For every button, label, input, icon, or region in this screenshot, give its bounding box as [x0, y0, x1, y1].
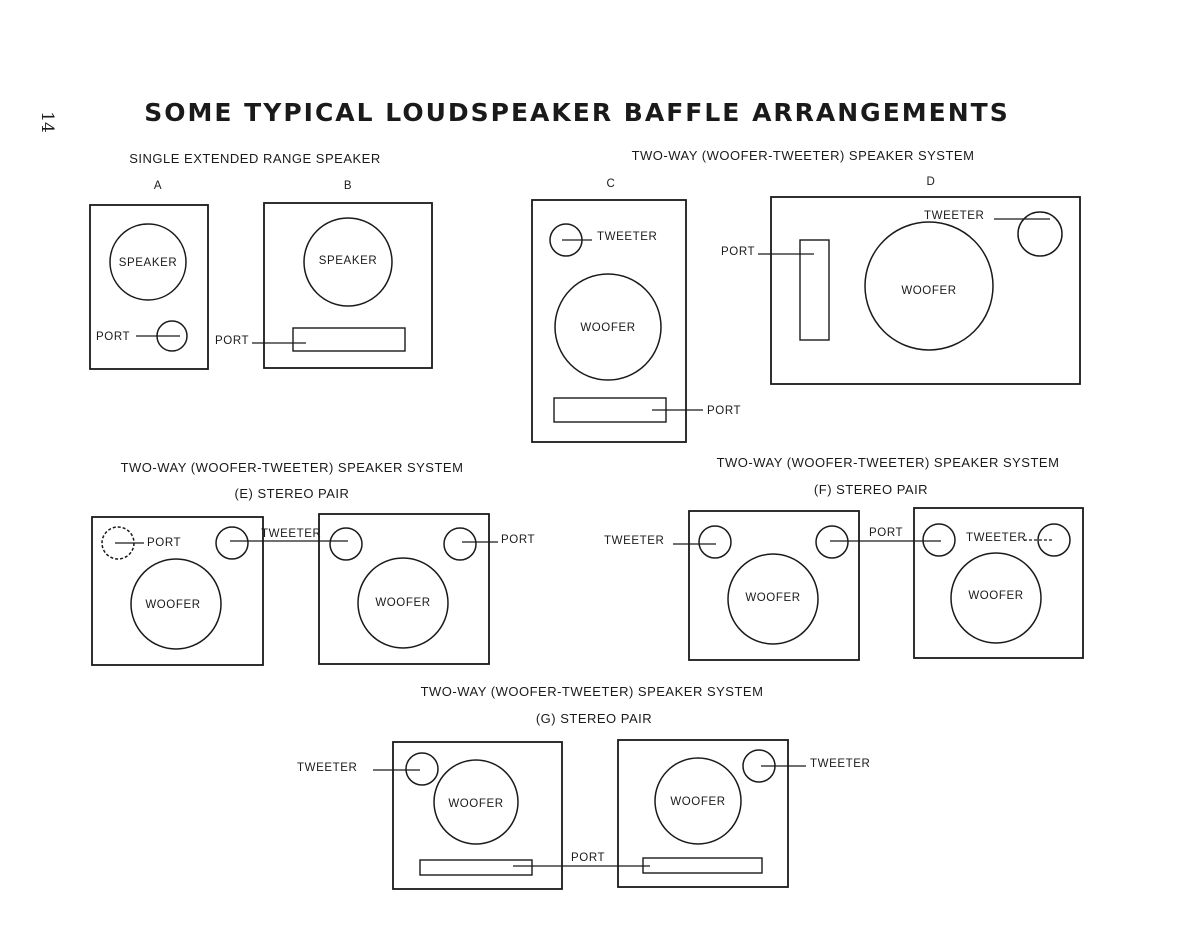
woofer-c-label: WOOFER	[580, 322, 635, 334]
baffle-f-left	[688, 510, 860, 661]
port-a-label: PORT	[96, 331, 130, 343]
woofer-e-right	[357, 557, 449, 649]
tweeter-g-right-label: TWEETER	[810, 758, 870, 770]
woofer-d	[864, 221, 994, 351]
tweeter-g-left-label: TWEETER	[297, 762, 357, 774]
woofer-g-right-label: WOOFER	[670, 796, 725, 808]
port-e-right	[443, 527, 477, 561]
port-d	[799, 239, 830, 341]
port-b-label: PORT	[215, 335, 249, 347]
woofer-c	[554, 273, 662, 381]
heading-two-way-top: TWO-WAY (WOOFER-TWEETER) SPEAKER SYSTEM	[632, 148, 975, 163]
tweeter-f-right	[1037, 523, 1071, 557]
tweeter-e-left	[215, 526, 249, 560]
woofer-f-right	[950, 552, 1042, 644]
speaker-b	[303, 217, 393, 307]
page-title: SOME TYPICAL LOUDSPEAKER BAFFLE ARRANGEM…	[144, 98, 1009, 127]
letter-c: C	[607, 178, 616, 190]
baffle-d	[770, 196, 1081, 385]
woofer-g-left-label: WOOFER	[448, 798, 503, 810]
port-g-right	[642, 857, 763, 874]
tweeter-f-right-label: TWEETER	[966, 532, 1026, 544]
diagram-d: PORT WOOFER TWEETER	[721, 196, 1081, 385]
diagram-b: SPEAKER PORT	[215, 202, 433, 369]
port-c-label: PORT	[707, 405, 741, 417]
speaker-a	[109, 223, 187, 301]
baffle-e-left	[91, 516, 264, 666]
diagram-c: TWEETER WOOFER PORT	[531, 199, 741, 443]
speaker-b-label: SPEAKER	[319, 255, 378, 267]
woofer-f-left	[727, 553, 819, 645]
woofer-e-left-label: WOOFER	[145, 599, 200, 611]
port-e-left-label: PORT	[147, 537, 181, 549]
woofer-f-right-label: WOOFER	[968, 590, 1023, 602]
tweeter-f-left	[698, 525, 732, 559]
letter-a: A	[154, 180, 162, 192]
tweeter-g-left	[405, 752, 439, 786]
heading-two-way-f: TWO-WAY (WOOFER-TWEETER) SPEAKER SYSTEM	[717, 455, 1060, 470]
tweeter-c-label: TWEETER	[597, 231, 657, 243]
heading-f-stereo-pair: (F) STEREO PAIR	[814, 482, 928, 497]
baffle-g-left	[392, 741, 563, 890]
port-e-right-label: PORT	[501, 534, 535, 546]
baffle-e-right	[318, 513, 490, 665]
diagram-g: TWEETER WOOFER TWEETER WOOFER PORT	[297, 739, 870, 890]
port-c	[553, 397, 667, 423]
port-g-label: PORT	[571, 852, 605, 864]
heading-e-stereo-pair: (E) STEREO PAIR	[235, 486, 350, 501]
port-d-label: PORT	[721, 246, 755, 258]
diagram-a: SPEAKER PORT	[89, 204, 209, 370]
heading-two-way-e: TWO-WAY (WOOFER-TWEETER) SPEAKER SYSTEM	[121, 460, 464, 475]
woofer-f-left-label: WOOFER	[745, 592, 800, 604]
baffle-g-right	[617, 739, 789, 888]
port-f-label: PORT	[869, 527, 903, 539]
tweeter-d-label: TWEETER	[924, 210, 984, 222]
heading-single-extended-range: SINGLE EXTENDED RANGE SPEAKER	[129, 151, 380, 166]
diagram-f: TWEETER PORT TWEETER WOOFER WOOFER	[604, 507, 1084, 661]
woofer-g-right	[654, 757, 742, 845]
letter-b: B	[344, 180, 352, 192]
baffle-a	[89, 204, 209, 370]
letter-d: D	[927, 176, 936, 188]
woofer-g-left	[433, 759, 519, 845]
speaker-a-label: SPEAKER	[119, 257, 178, 269]
heading-g-stereo-pair: (G) STEREO PAIR	[536, 711, 652, 726]
port-f-left	[815, 525, 849, 559]
baffle-c	[531, 199, 687, 443]
tweeter-d	[1017, 211, 1063, 257]
port-g-left	[419, 859, 533, 876]
port-b	[292, 327, 406, 352]
woofer-d-label: WOOFER	[901, 285, 956, 297]
tweeter-f-left-label: TWEETER	[604, 535, 664, 547]
diagram-e: PORT TWEETER PORT WOOFER WOOFER	[91, 513, 535, 666]
tweeter-e-right	[329, 527, 363, 561]
baffle-f-right	[913, 507, 1084, 659]
woofer-e-left	[130, 558, 222, 650]
baffle-b	[263, 202, 433, 369]
woofer-e-right-label: WOOFER	[375, 597, 430, 609]
page-number: 14	[37, 111, 57, 133]
heading-two-way-g: TWO-WAY (WOOFER-TWEETER) SPEAKER SYSTEM	[421, 684, 764, 699]
tweeter-e-label: TWEETER	[261, 528, 321, 540]
port-f-right	[922, 523, 956, 557]
